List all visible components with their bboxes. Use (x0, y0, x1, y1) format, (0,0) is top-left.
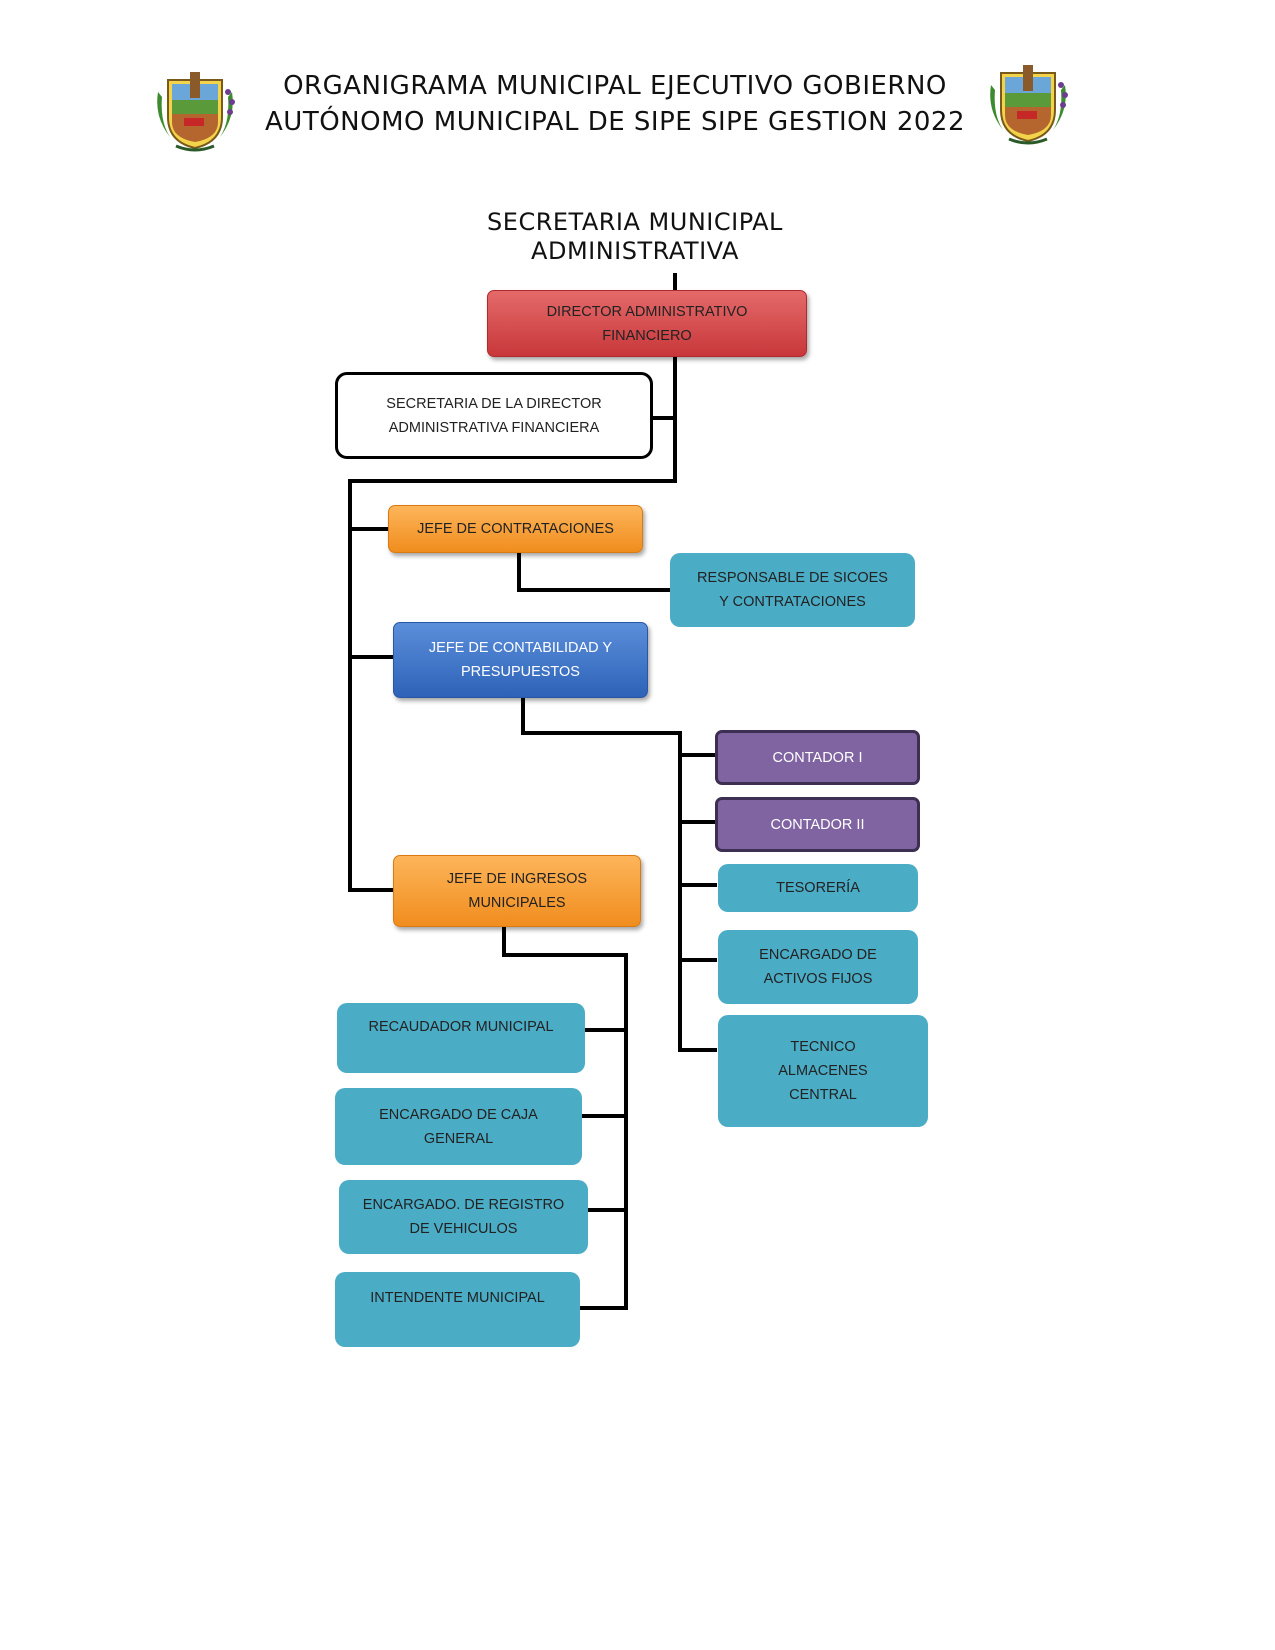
node-label: TECNICO (790, 1039, 856, 1055)
node-encargado-activos-fijos: ENCARGADO DE ACTIVOS FIJOS (718, 930, 918, 1004)
node-label: INTENDENTE MUNICIPAL (370, 1289, 545, 1306)
node-label: DE VEHICULOS (409, 1221, 518, 1237)
node-label: SECRETARIA DE LA DIRECTOR (386, 395, 602, 412)
node-encargado-registro-vehiculos: ENCARGADO. DE REGISTRO DE VEHICULOS (339, 1180, 588, 1254)
node-tecnico-almacenes: TECNICO ALMACENES CENTRAL (718, 1015, 928, 1127)
node-label: RECAUDADOR MUNICIPAL (368, 1019, 554, 1035)
node-encargado-caja: ENCARGADO DE CAJA GENERAL (335, 1088, 582, 1165)
section-title-line-1: SECRETARIA MUNICIPAL (487, 208, 783, 236)
node-label: ENCARGADO DE CAJA (379, 1106, 538, 1123)
node-secretaria-direccion: SECRETARIA DE LA DIRECTOR ADMINISTRATIVA… (335, 372, 653, 459)
node-contador-i: CONTADOR I (715, 730, 920, 785)
node-label: GENERAL (423, 1130, 494, 1147)
node-jefe-contrataciones: JEFE DE CONTRATACIONES (388, 505, 643, 553)
node-label: RESPONSABLE DE SICOES (697, 570, 888, 586)
node-tesoreria: TESORERÍA (718, 864, 918, 912)
node-label: JEFE DE CONTABILIDAD Y (428, 640, 613, 656)
node-jefe-ingresos: JEFE DE INGRESOS MUNICIPALES (393, 855, 641, 927)
node-contador-ii: CONTADOR II (715, 797, 920, 852)
connector-sicoes (517, 551, 672, 592)
node-label: ENCARGADO DE (759, 947, 877, 963)
node-label: DIRECTOR ADMINISTRATIVO (546, 303, 748, 320)
node-label: JEFE DE INGRESOS (446, 871, 588, 887)
node-responsable-sicoes: RESPONSABLE DE SICOES Y CONTRATACIONES (670, 553, 915, 627)
left-municipal-seal-icon (150, 62, 240, 152)
node-label: CONTADOR II (770, 816, 865, 833)
node-label: ADMINISTRATIVA FINANCIERA (388, 419, 600, 436)
node-label: CONTADOR I (772, 749, 863, 766)
page-title: ORGANIGRAMA MUNICIPAL EJECUTIVO GOBIERNO… (250, 68, 980, 140)
node-recaudador-municipal: RECAUDADOR MUNICIPAL (337, 1003, 585, 1073)
section-title-line-2: ADMINISTRATIVA (531, 237, 739, 265)
right-municipal-seal-icon (983, 55, 1073, 145)
node-label: MUNICIPALES (468, 895, 566, 911)
node-jefe-contabilidad: JEFE DE CONTABILIDAD Y PRESUPUESTOS (393, 622, 648, 698)
node-label: FINANCIERO (602, 327, 692, 344)
page-title-line-1: ORGANIGRAMA MUNICIPAL EJECUTIVO GOBIERNO (283, 71, 947, 101)
node-label: ALMACENES (778, 1063, 868, 1079)
node-label: TESORERÍA (776, 880, 860, 896)
section-title: SECRETARIA MUNICIPAL ADMINISTRATIVA (400, 208, 870, 266)
page-title-line-2: AUTÓNOMO MUNICIPAL DE SIPE SIPE GESTION … (265, 107, 965, 137)
node-label: PRESUPUESTOS (460, 664, 580, 680)
node-label: JEFE DE CONTRATACIONES (417, 521, 614, 537)
node-label: CENTRAL (789, 1087, 857, 1103)
node-director-administrativo: DIRECTOR ADMINISTRATIVO FINANCIERO (487, 290, 807, 357)
node-label: Y CONTRATACIONES (719, 594, 866, 610)
node-label: ACTIVOS FIJOS (763, 971, 873, 987)
node-intendente-municipal: INTENDENTE MUNICIPAL (335, 1272, 580, 1347)
node-label: ENCARGADO. DE REGISTRO (362, 1197, 565, 1213)
